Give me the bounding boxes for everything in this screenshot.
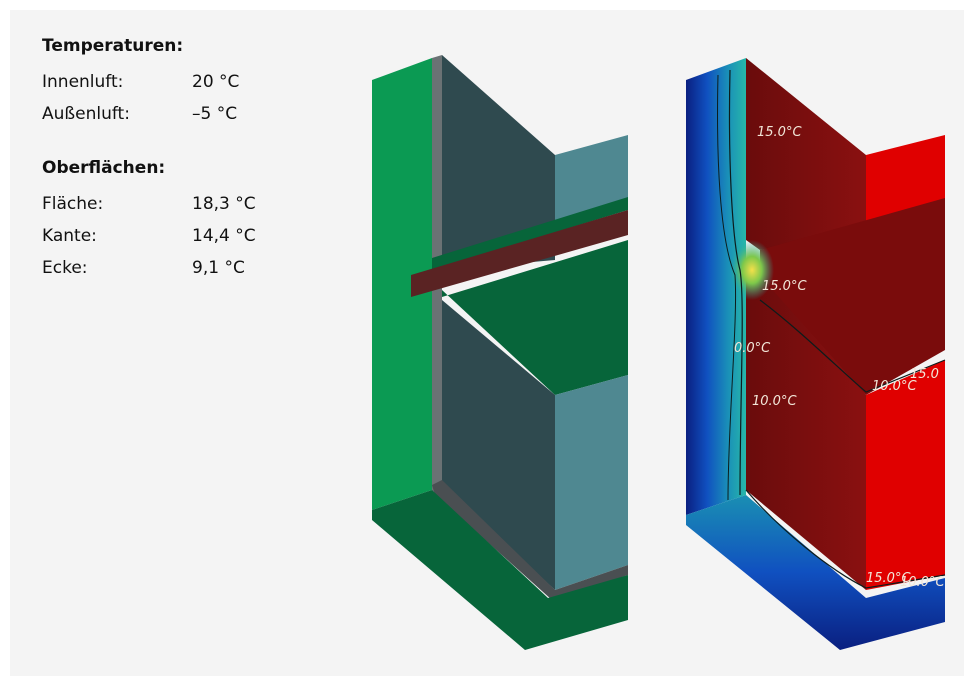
oberflaechen-section: Oberflächen: Fläche: 18,3 °C Kante: 14,4… <box>42 158 256 284</box>
legend-value: 20 °C <box>192 72 240 92</box>
legend-row-flaeche: Fläche: 18,3 °C <box>42 188 256 220</box>
isotherm-line <box>759 299 946 393</box>
wall-exterior-face <box>372 58 432 510</box>
legend-value: 18,3 °C <box>192 194 256 214</box>
slab-face <box>442 240 628 395</box>
isotherm-label: 0.0°C <box>734 341 771 356</box>
legend-label: Fläche: <box>42 194 104 214</box>
thermal-inner-face-upper <box>746 58 866 250</box>
legend-row-aussenluft: Außenluft: –5 °C <box>42 98 256 130</box>
floor-base <box>372 490 628 650</box>
wall-inner-face-upper <box>442 55 555 270</box>
legend-row-kante: Kante: 14,4 °C <box>42 220 256 252</box>
isotherm-label: 15.0°C <box>762 279 807 294</box>
temperaturen-heading: Temperaturen: <box>42 36 184 56</box>
isotherm-label: 15.0°C <box>866 571 911 586</box>
isotherm-label: 10.0°C <box>752 394 797 409</box>
legend-value: 14,4 °C <box>192 226 256 246</box>
thermal-floor <box>686 495 945 650</box>
slab-top-strip <box>432 197 628 270</box>
beam <box>411 210 628 297</box>
thermal-model: 15.0°C 15.0°C 0.0°C 10.0°C 10.0°C 15.0 1… <box>686 58 945 650</box>
legend-row-innenluft: Innenluft: 20 °C <box>42 66 256 98</box>
isotherm-line <box>745 489 946 589</box>
legend-value: 9,1 °C <box>192 258 245 278</box>
oberflaechen-heading: Oberflächen: <box>42 158 166 178</box>
wall-side-face-upper <box>555 135 628 225</box>
isotherm-line <box>717 74 737 501</box>
legend-row-ecke: Ecke: 9,1 °C <box>42 252 256 284</box>
thermal-side-face-lower <box>866 360 945 590</box>
legend-label: Kante: <box>42 226 97 246</box>
wall-inner-face-lower <box>442 300 555 590</box>
isotherm-line <box>728 69 743 496</box>
legend-label: Außenluft: <box>42 104 130 124</box>
thermal-inner-face-lower <box>746 260 866 590</box>
isotherm-label: 15.0 <box>910 367 939 382</box>
isotherm-label: 15.0°C <box>757 125 802 140</box>
legend-label: Innenluft: <box>42 72 124 92</box>
thermal-slab-face <box>760 198 945 395</box>
isotherm-label: 10.0°C <box>900 575 945 590</box>
legend-value: –5 °C <box>192 104 238 124</box>
thermal-side-face-upper <box>866 135 945 225</box>
legend-label: Ecke: <box>42 258 88 278</box>
floor-edge <box>432 480 628 600</box>
isotherm-label: 10.0°C <box>872 379 917 394</box>
legend: Temperaturen: Innenluft: 20 °C Außenluft… <box>42 36 256 284</box>
wall-side-face-lower <box>555 375 628 590</box>
material-model <box>372 55 628 650</box>
